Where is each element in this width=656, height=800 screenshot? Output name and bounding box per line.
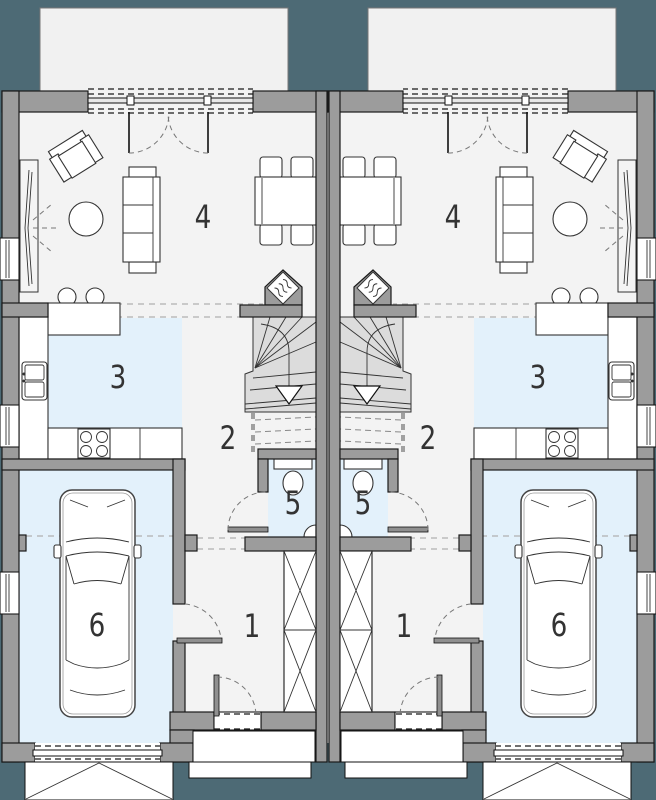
stair-direction-arrow: [274, 385, 304, 406]
car-icon: [53, 489, 142, 718]
stove: [77, 428, 111, 459]
party-wall: [315, 90, 328, 763]
garage-door: [32, 743, 163, 762]
window: [0, 404, 20, 448]
window: [0, 237, 20, 281]
terrace-door: [87, 88, 254, 154]
armchair: [47, 129, 104, 183]
driveway-apron: [24, 761, 174, 800]
dining-table-set: [254, 156, 317, 246]
house-unit-mirrored: [326, 6, 656, 800]
entrance-door: [213, 674, 262, 731]
fireplace: [264, 269, 303, 306]
tv-panel: [19, 159, 58, 293]
shaft: [283, 550, 317, 713]
garage-interior-door: [176, 603, 223, 644]
porch-steps: [188, 730, 316, 779]
window: [0, 571, 20, 615]
sofa: [122, 166, 161, 274]
house-unit: [0, 7, 329, 800]
bar-stools: [57, 287, 105, 307]
wc-door: [227, 491, 269, 533]
staircase: [244, 316, 317, 453]
kitchen-sink: [21, 361, 48, 401]
wc-floor: [268, 458, 316, 537]
coffee-table: [68, 201, 104, 237]
terrace: [39, 7, 289, 96]
